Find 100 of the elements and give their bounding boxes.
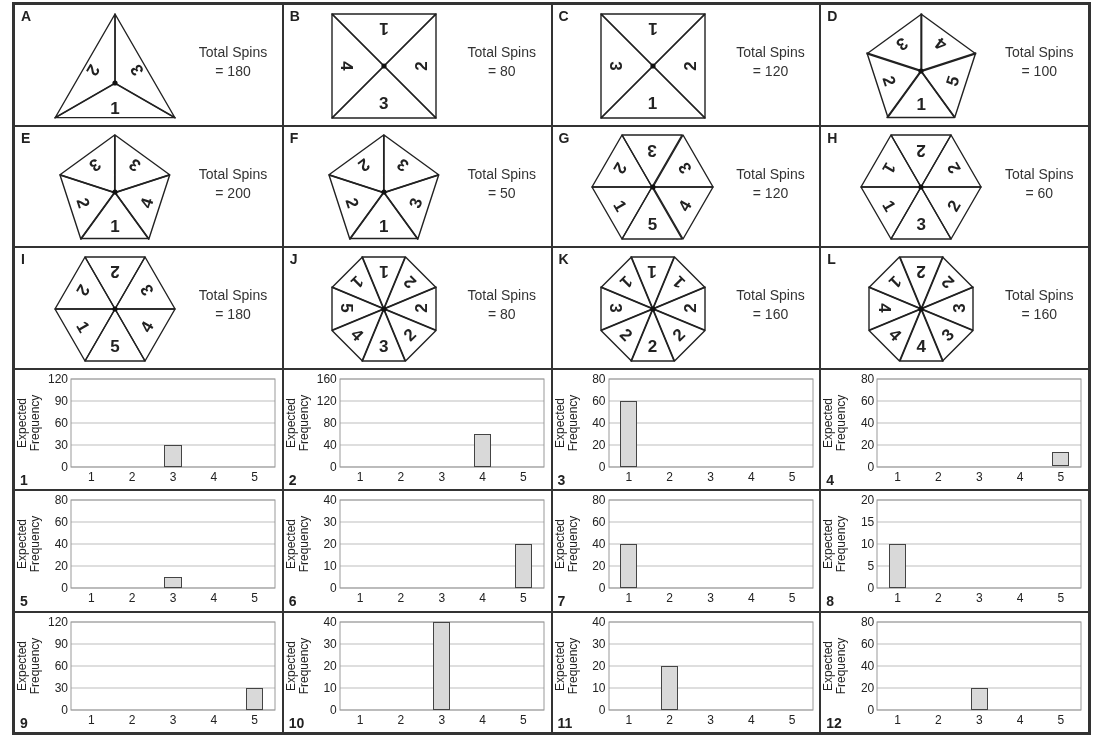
axis-tick-label: 0 [61,581,68,595]
spinner-sector [921,286,974,331]
axis-tick-label: 3 [975,591,983,605]
axis-tick-label: 1 [356,469,364,484]
axis-tick-label: 3 [169,469,177,484]
sector-number: 3 [950,303,968,314]
axis-tick-label: 120 [316,393,337,408]
chart-panel [282,611,552,733]
sector-number: 2 [647,337,658,355]
sector-number: 1 [110,99,120,117]
sector-number: 3 [394,155,413,176]
panel-letter: K [558,251,569,267]
chart-number: 4 [826,471,835,488]
axis-tick-label: 1 [88,712,95,727]
chart-number: 5 [20,593,28,609]
sector-number: 3 [916,215,926,233]
axis-tick-label: 1 [625,591,633,605]
axis-tick-label: 20 [860,680,875,695]
axis-tick-label: 2 [128,591,136,605]
total-spins-text: Total Spins = 100 [1004,43,1075,81]
axis-tick-label: 4 [210,712,218,727]
axis-title: Expected Frequency [16,636,42,696]
sector-number: 2 [943,159,964,177]
sector-number: 4 [675,197,695,215]
axis-tick-label: 4 [747,712,755,727]
axis-tick-label: 60 [860,393,875,408]
axis-tick-label: 60 [592,393,606,408]
axis-tick-label: 2 [666,712,674,727]
sector-number: 1 [647,19,658,37]
sector-number: 4 [932,34,950,54]
sector-number: 2 [879,74,899,89]
sector-number: 2 [412,303,430,314]
axis-tick-label: 5 [251,469,258,484]
sector-number: 2 [938,272,958,292]
axis-tick-label: 40 [323,614,337,629]
sector-number: 4 [875,303,893,314]
sector-number: 1 [379,19,389,37]
bar [1052,452,1070,467]
sector-number: 2 [73,195,93,210]
bar [164,444,182,467]
sector-number: 3 [606,60,624,71]
axis-tick-label: 60 [54,415,68,430]
axis-tick-label: 0 [330,581,337,595]
sector-number: 3 [647,141,658,159]
chart-panel [282,490,552,612]
axis-tick-label: 120 [47,614,68,629]
axis-tick-label: 40 [323,493,337,507]
axis-tick-label: 2 [666,469,674,484]
total-spins-text: Total Spins = 160 [1004,286,1075,324]
axis-tick-label: 80 [860,371,875,386]
sector-number: 3 [675,159,695,177]
axis-tick-label: 30 [54,680,68,695]
axis-tick-label: 20 [592,437,606,452]
axis-tick-label: 5 [251,591,258,605]
sector-number: 1 [879,197,899,215]
axis-tick-label: 4 [1016,591,1024,605]
panel-letter: L [827,251,836,267]
chart-panel [551,490,821,612]
chart-number: 1 [20,471,28,488]
axis-tick-label: 0 [330,702,337,717]
spinner-sector [630,256,675,309]
total-spins-text: Total Spins = 120 [735,43,806,81]
spinner-sector [54,82,176,118]
axis-title: Expected Frequency [16,393,42,453]
axis-tick-label: 80 [54,493,68,507]
axis-tick-label: 5 [520,591,527,605]
total-spins-text: Total Spins = 160 [735,286,806,324]
axis-tick-label: 40 [592,614,606,629]
panel-letter: I [21,251,25,267]
chart-number: 7 [557,593,566,609]
axis-tick-label: 5 [520,712,527,727]
panel-letter: G [558,129,570,146]
sector-number: 4 [916,337,926,355]
panel-letter: A [21,8,32,24]
axis-tick-label: 20 [54,559,68,573]
total-spins-text: Total Spins = 80 [466,286,537,324]
spinner-sector [383,135,439,193]
spinner-panel [551,247,821,369]
axis-tick-label: 1 [894,712,901,727]
chart-panel [14,611,283,733]
sector-number: 2 [83,62,104,79]
spinner-sector [329,135,384,193]
axis-tick-label: 80 [592,493,606,507]
chart-number: 9 [20,714,28,731]
axis-tick-label: 120 [47,371,68,386]
panel-letter: C [558,8,569,24]
sector-number: 1 [885,272,905,292]
axis-tick-label: 2 [397,591,405,605]
chart-number: 8 [826,593,835,609]
sector-number: 3 [137,281,158,299]
axis-tick-label: 10 [323,559,337,573]
sector-number: 1 [379,262,389,280]
sector-number: 2 [681,60,699,71]
axis-tick-label: 1 [356,591,364,605]
sector-number: 1 [647,262,658,280]
axis-title: Expected Frequency [16,514,42,575]
chart-panel [820,490,1089,612]
total-spins-text: Total Spins = 200 [197,164,269,203]
axis-tick-label: 40 [592,415,606,430]
bar [433,621,451,710]
